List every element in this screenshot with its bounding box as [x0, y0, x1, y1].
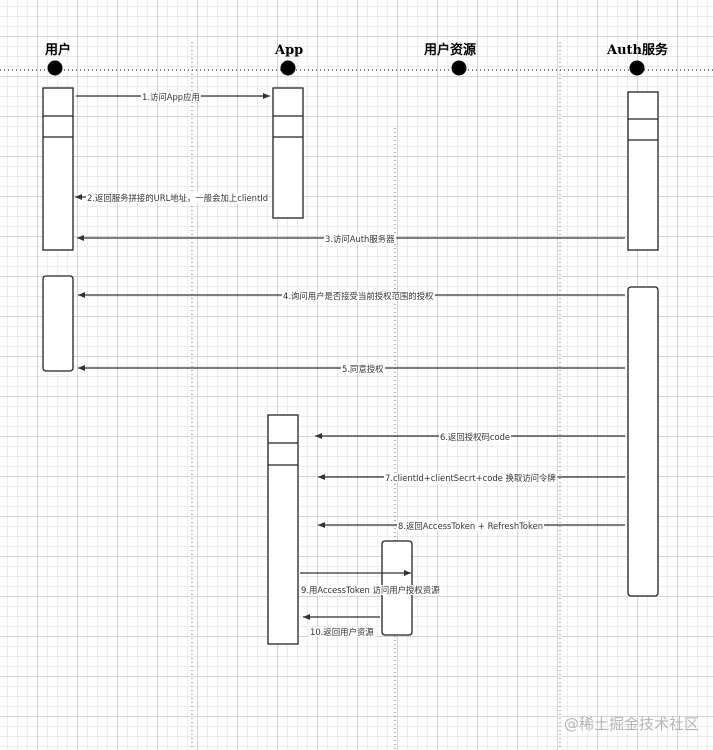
message-label-background	[397, 521, 545, 531]
message-label-7: 7.clientId+clientSecrt+code 换取访问令牌	[385, 473, 556, 483]
message-label-5: 5.同意授权	[342, 364, 384, 374]
watermark: @稀土掘金技术社区	[563, 715, 699, 733]
message-label-1: 1.访问App应用	[142, 92, 200, 102]
activation-user-2	[42, 275, 74, 372]
message-label-10: 10.返回用户资源	[310, 627, 374, 637]
message-label-background	[341, 364, 386, 374]
actor-dot-user	[47, 60, 63, 76]
message-label-background	[282, 291, 435, 301]
actor-title-auth: Auth服务	[606, 42, 669, 58]
message-label-6: 6.返回授权码code	[440, 432, 510, 442]
message-label-background	[324, 234, 397, 244]
message-label-background	[384, 473, 558, 483]
actor-title-user: 用户	[44, 42, 71, 58]
message-label-background	[141, 92, 201, 102]
message-label-background	[439, 432, 512, 442]
activation-app-2	[267, 414, 299, 645]
activation-user-1	[42, 87, 74, 251]
activation-dividers	[43, 115, 658, 466]
actor-title-app: App	[274, 43, 303, 58]
message-label-8: 8.返回AccessToken + RefreshToken	[398, 521, 543, 531]
lifelines	[191, 42, 561, 750]
actor-dot-app	[280, 60, 296, 76]
activation-auth-2	[627, 286, 659, 597]
message-label-background	[309, 627, 376, 637]
activation-app-1	[272, 87, 304, 219]
actor-dot-auth	[629, 60, 645, 76]
message-label-background	[300, 585, 442, 595]
message-label-2: 2.返回服务拼接的URL地址，一般会加上clientId	[87, 193, 268, 203]
message-label-3: 3.访问Auth服务器	[325, 234, 395, 244]
message-label-9: 9.用AccessToken 访问用户授权资源	[301, 585, 440, 595]
actor-title-resource: 用户资源	[423, 42, 476, 58]
actor-dot-resource	[451, 60, 467, 76]
activation-auth-1	[627, 91, 659, 251]
message-label-4: 4.询问用户是否接受当前授权范围的授权	[283, 291, 434, 301]
message-label-background	[86, 193, 270, 203]
